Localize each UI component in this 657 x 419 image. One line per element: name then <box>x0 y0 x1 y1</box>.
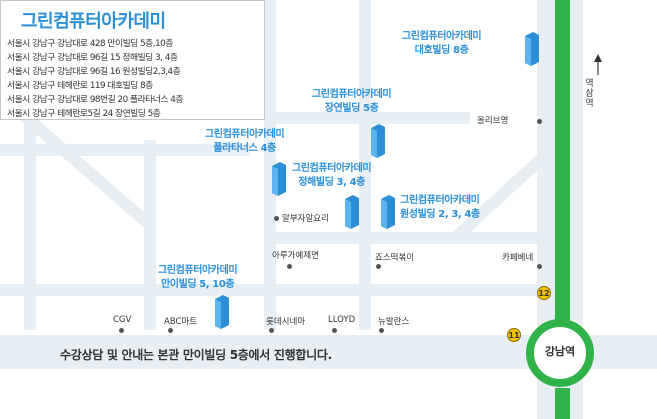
direction-label: 역삼역 <box>583 78 593 108</box>
building-icon <box>215 295 229 329</box>
building-branch: 대호빌딩 8층 <box>414 45 469 56</box>
building-name: 그린컴퓨터아카데미 <box>158 265 238 276</box>
landmark-label: 카페베네 <box>502 253 534 263</box>
exit-badge-11: 11 <box>507 328 521 342</box>
landmark-dot <box>119 328 124 333</box>
address-info-box: 그린컴퓨터아카데미 서울시 강남구 강남대로 428 만이빌딩 5층,10층 서… <box>0 0 265 120</box>
building-icon <box>345 195 359 229</box>
address-line: 서울시 강남구 테헤란로 119 대호빌딩 8층 <box>7 81 153 91</box>
address-line: 서울시 강남구 테헤란로5길 24 장연빌딩 5층 <box>7 109 161 119</box>
building-branch: 정해빌딩 3, 4층 <box>298 177 365 188</box>
building-name: 그린컴퓨터아카데미 <box>312 89 392 100</box>
building-branch: 플라타너스 4층 <box>213 143 276 154</box>
landmark-label: LLOYD <box>328 315 356 325</box>
building-name: 그린컴퓨터아카데미 <box>400 195 480 206</box>
building-name: 그린컴퓨터아카데미 <box>402 31 482 42</box>
up-arrow-icon <box>594 54 602 62</box>
info-title: 그린컴퓨터아카데미 <box>21 11 166 32</box>
landmark-label: CGV <box>113 315 132 325</box>
landmark-dot <box>537 119 542 124</box>
landmark-label: 죠스떡볶이 <box>375 253 415 263</box>
landmark-dot <box>537 264 542 269</box>
landmark-label: 아루가예제면 <box>272 251 319 261</box>
station-circle <box>526 319 594 387</box>
building-label-jeonghae: 그린컴퓨터아카데미 정해빌딩 3, 4층 <box>292 162 372 190</box>
exit-badge-12: 12 <box>537 286 551 300</box>
station-label: 강남역 <box>544 345 576 358</box>
landmark-dot <box>287 264 292 269</box>
subway-line <box>555 388 570 419</box>
landmark-label: 알부자알요리 <box>282 214 329 224</box>
building-label-daeho: 그린컴퓨터아카데미 대호빌딩 8층 <box>402 30 482 58</box>
building-label-jangyeon: 그린컴퓨터아카데미 장연빌딩 5층 <box>312 88 392 116</box>
building-label-mani: 그린컴퓨터아카데미 만이빌딩 5, 10층 <box>158 264 238 292</box>
landmark-dot <box>332 328 337 333</box>
building-name: 그린컴퓨터아카데미 <box>292 163 372 174</box>
address-line: 서울시 강남구 강남대로 98번길 20 플라타너스 4층 <box>7 95 183 105</box>
address-line: 서울시 강남구 강남대로 96길 15 정해빌딩 3, 4층 <box>7 53 178 63</box>
landmark-label: ABC마트 <box>164 317 198 327</box>
building-branch: 장연빌딩 5층 <box>324 103 379 114</box>
building-icon <box>525 32 539 66</box>
building-icon <box>381 195 395 229</box>
landmark-label: 롯데시네마 <box>266 317 306 327</box>
landmark-dot <box>274 216 279 221</box>
notice-text: 수강상담 및 안내는 본관 만이빌딩 5층에서 진행합니다. <box>60 348 332 362</box>
address-line: 서울시 강남구 강남대로 96길 16 원성빌딩2,3,4층 <box>7 67 181 77</box>
landmark-dot <box>376 264 381 269</box>
road <box>450 155 545 243</box>
building-icon <box>371 124 385 158</box>
building-icon <box>272 162 286 196</box>
landmark-dot <box>379 328 384 333</box>
building-branch: 만이빌딩 5, 10층 <box>160 279 235 290</box>
landmark-dot <box>269 328 274 333</box>
building-label-platanus: 그린컴퓨터아카데미 플라타너스 4층 <box>205 128 285 156</box>
building-label-wonseong: 그린컴퓨터아카데미 원성빌딩 2, 3, 4층 <box>400 194 480 222</box>
building-branch: 원성빌딩 2, 3, 4층 <box>400 209 480 220</box>
landmark-label: 뉴발란스 <box>378 317 410 327</box>
building-name: 그린컴퓨터아카데미 <box>205 129 285 140</box>
subway-line <box>555 0 570 322</box>
address-line: 서울시 강남구 강남대로 428 만이빌딩 5층,10층 <box>7 39 173 49</box>
landmark-label: 올리브영 <box>477 116 509 126</box>
landmark-dot <box>168 328 173 333</box>
